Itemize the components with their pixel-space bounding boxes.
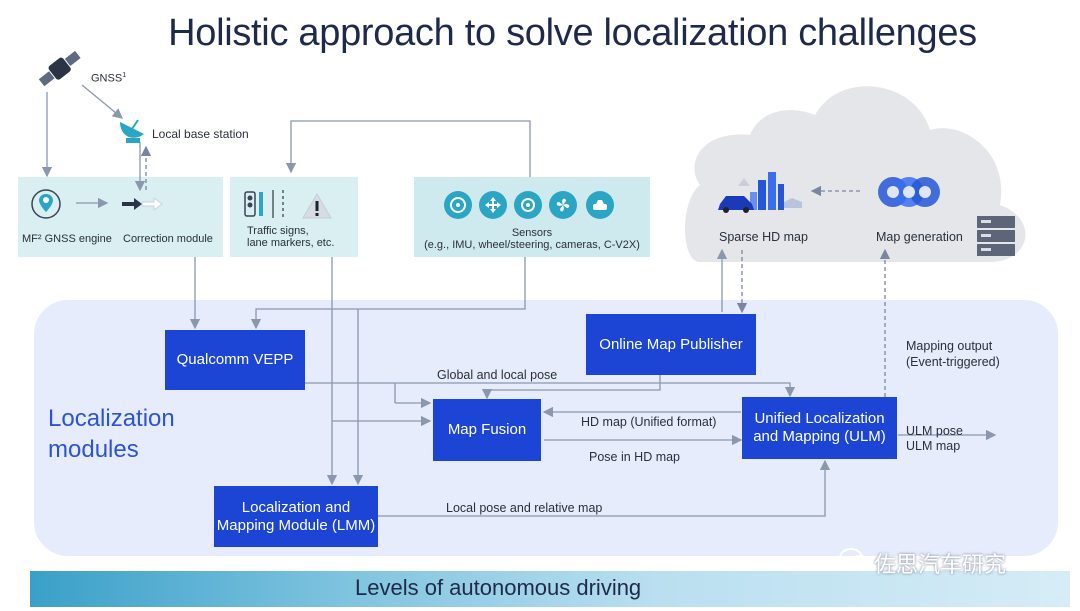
traffic-light-icon	[244, 190, 284, 218]
edge-label-pose-in-hd-map: Pose in HD map	[589, 450, 681, 464]
mapping-output-label: Mapping output (Event-triggered)	[906, 339, 1000, 369]
edge-label-local-pose-relative-map: Local pose and relative map	[446, 501, 603, 515]
edge-gnss-to-base	[81, 84, 124, 119]
city-icon	[718, 172, 802, 213]
bar-arrow-tip	[1040, 571, 1070, 607]
edge-sensors-to-traffic	[285, 120, 531, 177]
server-icon	[977, 216, 1015, 256]
edge-omp-to-fusion	[481, 375, 661, 400]
sparse-hd-map-label: Sparse HD map	[719, 230, 808, 244]
camera-icon	[514, 191, 542, 219]
map-generation-label: Map generation	[876, 230, 963, 244]
edge-label-hd-map-unified: HD map (Unified format)	[581, 415, 717, 429]
fan-icon	[549, 191, 577, 219]
qualcomm-vepp-box: Qualcomm VEPP	[165, 330, 305, 390]
correction-icon	[122, 197, 163, 211]
satellite-dish-icon	[120, 119, 144, 143]
location-pin-icon	[31, 189, 61, 219]
mf-engine-label: MF² GNSS engine	[22, 233, 112, 245]
traffic-signs-box	[230, 177, 358, 257]
ulm-box: Unified Localization and Mapping (ULM)	[742, 397, 897, 459]
steering-wheel-icon	[444, 191, 472, 219]
map-fusion-box: Map Fusion	[433, 399, 541, 461]
base-station-label: Local base station	[152, 127, 249, 141]
lmm-box: Localization and Mapping Module (LMM)	[214, 486, 378, 547]
autonomy-levels-bar	[30, 571, 1070, 607]
edge-label-global-local-pose: Global and local pose	[437, 368, 558, 382]
edge-sensors-to-vepp	[250, 257, 526, 330]
map-generation-icon	[878, 177, 940, 207]
sensors-label: Sensors (e.g., IMU, wheel/steering, came…	[424, 227, 640, 251]
satellite-icon	[38, 50, 81, 87]
car-icon	[586, 191, 614, 219]
edge-vepp-to-ulm	[305, 382, 796, 398]
warning-sign-icon	[302, 193, 332, 219]
gnss-label: GNSS1	[91, 72, 127, 85]
edge-label-ulm-output: ULM pose ULM map	[906, 424, 963, 453]
move-arrows-icon	[479, 191, 507, 219]
localization-modules-heading: Localization modules	[48, 405, 175, 463]
watermark-text: 佐思汽车研究	[874, 553, 1007, 578]
wechat-icon	[839, 548, 870, 571]
correction-module-label: Correction module	[123, 233, 213, 245]
edge-lmm-to-ulm	[378, 459, 831, 517]
page-title: Holistic approach to solve localization …	[168, 12, 977, 54]
traffic-label: Traffic signs, lane markers, etc.	[247, 225, 335, 249]
online-map-publisher-box: Online Map Publisher	[586, 314, 756, 375]
autonomy-levels-label: Levels of autonomous driving	[355, 575, 642, 600]
